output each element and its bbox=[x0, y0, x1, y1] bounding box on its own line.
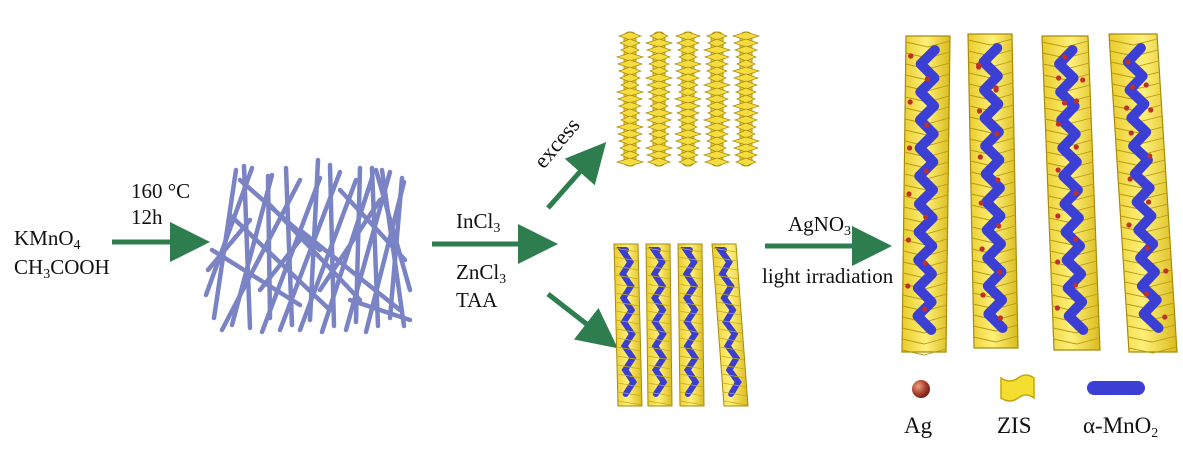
arrow-excess bbox=[546, 142, 607, 210]
nanowire bbox=[373, 167, 413, 293]
zncl3-subscript: 3 bbox=[499, 272, 507, 287]
zis-coated-rod bbox=[677, 243, 705, 407]
reactant-ch3cooh-post: COOH bbox=[50, 255, 110, 279]
spiky-zis-rod bbox=[615, 31, 645, 167]
zis-coated-rod bbox=[711, 243, 749, 407]
step1-time: 12h bbox=[131, 205, 163, 229]
ag-legend-icon bbox=[912, 380, 930, 398]
nanowire bbox=[347, 297, 413, 323]
nanowire bbox=[257, 237, 303, 293]
nanowire bbox=[369, 165, 381, 329]
ag-zis-mno2-rods bbox=[901, 33, 1178, 356]
incl3-subscript: 3 bbox=[493, 221, 501, 236]
ag-zis-mno2-rod bbox=[1108, 33, 1178, 354]
nanowire bbox=[317, 197, 383, 293]
zis-coated-rod bbox=[613, 243, 643, 407]
nanowire bbox=[319, 175, 375, 335]
nanowire bbox=[209, 247, 303, 308]
spiky-zis-rod bbox=[644, 31, 674, 167]
ag-zis-mno2-rod bbox=[967, 33, 1019, 349]
agno3-text: AgNO bbox=[788, 212, 844, 236]
zis-legend-icon bbox=[1000, 374, 1035, 402]
step2-zncl3: ZnCl3 bbox=[456, 260, 506, 287]
step3-condition: light irradiation bbox=[762, 264, 894, 288]
step3-agno3: AgNO3 bbox=[788, 212, 851, 239]
legend-mno2-subscript: 2 bbox=[1151, 426, 1159, 441]
zis-coated-rod bbox=[645, 243, 673, 407]
arrow-down bbox=[546, 292, 618, 349]
mno2-legend-icon bbox=[1087, 381, 1145, 395]
zncl3-text: ZnCl bbox=[456, 260, 500, 284]
legend-ag-label: Ag bbox=[904, 413, 933, 438]
reactant-ch3cooh-pre: CH bbox=[14, 255, 44, 279]
mno2-nanowires bbox=[203, 157, 413, 335]
zis-coated-rods bbox=[613, 243, 749, 407]
nanowire bbox=[265, 173, 273, 321]
step2-taa: TAA bbox=[456, 288, 498, 312]
spiky-zis-rod bbox=[702, 31, 732, 167]
step2-incl3: InCl3 bbox=[456, 209, 500, 236]
nanowire bbox=[241, 163, 253, 331]
nanowire bbox=[337, 187, 408, 263]
legend-mno2-text: α-MnO bbox=[1083, 413, 1152, 438]
ag-zis-mno2-rod bbox=[901, 35, 951, 356]
nanowire bbox=[237, 177, 323, 253]
nanowire bbox=[327, 162, 337, 329]
nanowire bbox=[211, 167, 239, 321]
agno3-subscript: 3 bbox=[844, 224, 851, 239]
zis-excess-rods bbox=[615, 31, 761, 167]
reactant-kmno4: KMnO4 bbox=[14, 226, 81, 253]
legend-zis-label: ZIS bbox=[997, 413, 1032, 438]
reactant-ch3cooh: CH3COOH bbox=[14, 255, 110, 282]
incl3-text: InCl bbox=[456, 209, 494, 233]
reactant-kmno4-text: KMnO bbox=[14, 226, 74, 250]
ag-zis-mno2-rod bbox=[1041, 35, 1101, 351]
step1-temperature: 160 °C bbox=[131, 179, 191, 203]
nanowire bbox=[297, 227, 403, 313]
legend-mno2-label: α-MnO2 bbox=[1083, 413, 1158, 441]
reactant-kmno4-subscript: 4 bbox=[73, 238, 81, 253]
reactant-ch3cooh-subscript: 3 bbox=[43, 267, 51, 282]
spiky-zis-rod bbox=[673, 31, 703, 167]
spiky-zis-rod bbox=[731, 31, 761, 167]
nanowire bbox=[205, 217, 253, 273]
